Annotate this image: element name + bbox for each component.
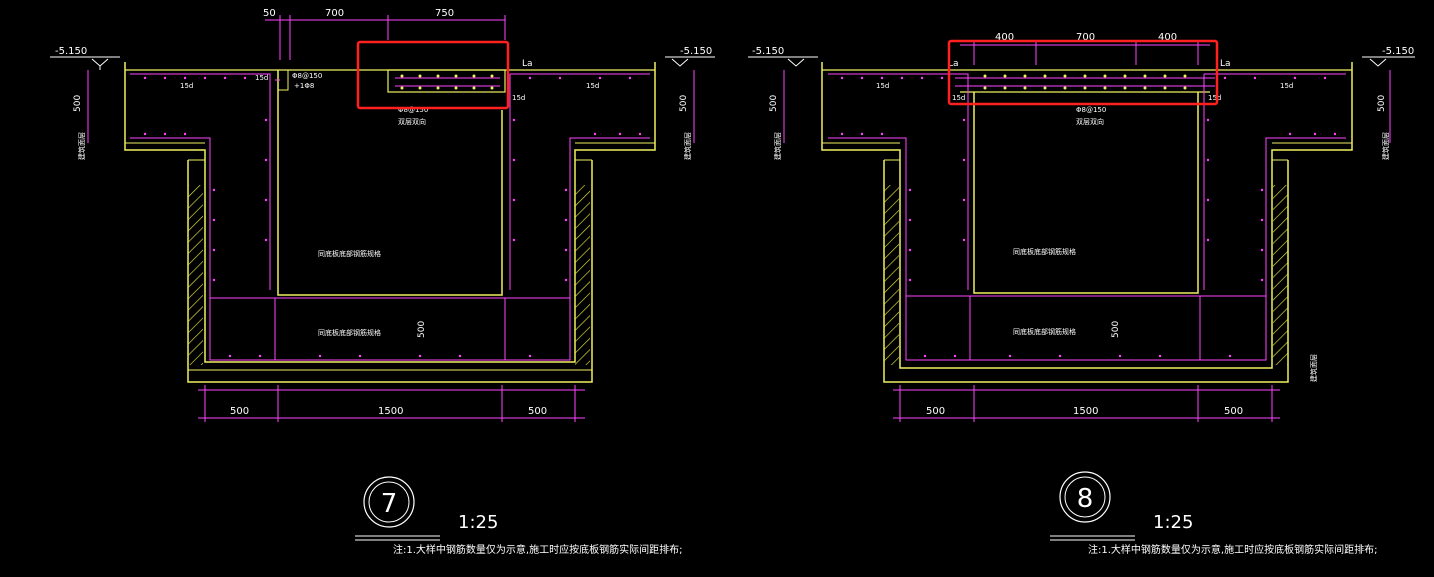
detail-number: 8 [1077,484,1094,514]
level-text-right: 建筑面层 [683,132,692,160]
detail-scale: 1:25 [458,512,498,533]
top-dim-1: 50 [263,8,276,19]
bottom-dimension-lines [198,385,585,422]
inner-rebar-note: 同底板底部钢筋规格 [318,249,381,258]
cover-rebar-dots [983,74,1187,90]
slab-outline [821,62,1353,369]
level-text-left: 建筑面层 [773,132,782,160]
anchor-label-left: La [948,59,959,69]
pit-depth: 500 [1111,321,1121,338]
slab-thickness-left: 500 [73,95,83,112]
rebar-dots [143,76,642,358]
slab-thickness-right: 500 [1377,95,1387,112]
anchor-label-right: La [1220,59,1231,69]
side-rebar-note: 双层双向 [398,117,426,126]
detail-number-circle [1059,471,1111,523]
detail-note: 注:1.大样中钢筋数量仅为示意,施工时应按底板钢筋实际间距排布; [393,543,682,556]
bottom-dim-2: 1500 [378,406,403,417]
left-elevation: -5.150 [55,46,87,57]
inner-pit [973,92,1199,294]
top-dimension-lines [960,40,1210,65]
hook-15d-1: 15d [876,82,889,90]
right-elevation: -5.150 [1382,46,1414,57]
detail-8-section: 400 700 400 -5.150 -5.150 500 500 建筑面层 建… [748,32,1415,556]
highlight-box [356,40,510,110]
bottom-dim-3: 500 [1224,406,1243,417]
pit-outer-wall [883,160,1289,383]
inner-rebar-note: 同底板底部钢筋规格 [1013,247,1076,256]
level-text-right: 建筑面层 [1381,132,1390,160]
top-dim-1: 400 [995,32,1014,43]
rebar-group [130,73,650,361]
hook-15d-4: 15d [512,94,525,102]
inner-pit [277,70,503,296]
hatch-left-wall [884,185,899,365]
bottom-dim-1: 500 [926,406,945,417]
detail-scale: 1:25 [1153,512,1193,533]
hook-15d-2: 15d [952,94,965,102]
rebar-group [828,73,1346,361]
hook-15d-3: 15d [1280,82,1293,90]
level-text-bottom: 建筑面层 [1309,354,1318,382]
slab-thickness-right: 500 [679,95,689,112]
detail-note: 注:1.大样中钢筋数量仅为示意,施工时应按底板钢筋实际间距排布; [1088,543,1377,556]
top-dim-2: 700 [1076,32,1095,43]
highlight-box [947,39,1219,106]
bottom-dimension-lines [893,385,1280,422]
cover-rebar-callout: Φ8@150 [1076,106,1106,114]
hatch-right-wall [1273,185,1288,365]
detail-number: 7 [381,489,398,519]
cover-rebar-dots [400,74,494,90]
top-dimension-lines [265,15,506,60]
pit-outer-wall [187,160,593,383]
bottom-dim-3: 500 [528,406,547,417]
pit-depth: 500 [417,321,427,338]
hook-15d-4: 15d [1208,94,1221,102]
level-text-left: 建筑面层 [77,132,86,160]
detail-number-circle [363,476,415,528]
rebar-callout-2: +1Φ8 [294,82,314,90]
rebar-callout: Φ8@150 [292,72,322,80]
rebar-dots [840,76,1337,358]
hatch-right-wall [575,185,590,365]
cover-slab [387,69,506,93]
hook-15d-3: 15d [586,82,599,90]
left-elevation: -5.150 [752,46,784,57]
slab-thickness-left: 500 [769,95,779,112]
hook-15d-2: 15d [255,74,268,82]
detail-7-section: 50 700 750 -5.150 -5.150 500 500 建筑面层 建筑… [50,8,715,556]
anchor-label: La [522,59,533,69]
right-elevation: -5.150 [680,46,712,57]
slab-outline [124,62,656,363]
cover-rebar-callout: Φ8@150 [398,106,428,114]
top-dim-3: 750 [435,8,454,19]
pit-bottom-note: 同底板底部钢筋规格 [318,328,381,337]
side-rebar-note: 双层双向 [1076,117,1104,126]
bottom-dim-1: 500 [230,406,249,417]
hatch-left-wall [188,185,203,365]
hook-15d-1: 15d [180,82,193,90]
bottom-dim-2: 1500 [1073,406,1098,417]
top-dim-3: 400 [1158,32,1177,43]
pit-bottom-note: 同底板底部钢筋规格 [1013,327,1076,336]
top-dim-2: 700 [325,8,344,19]
